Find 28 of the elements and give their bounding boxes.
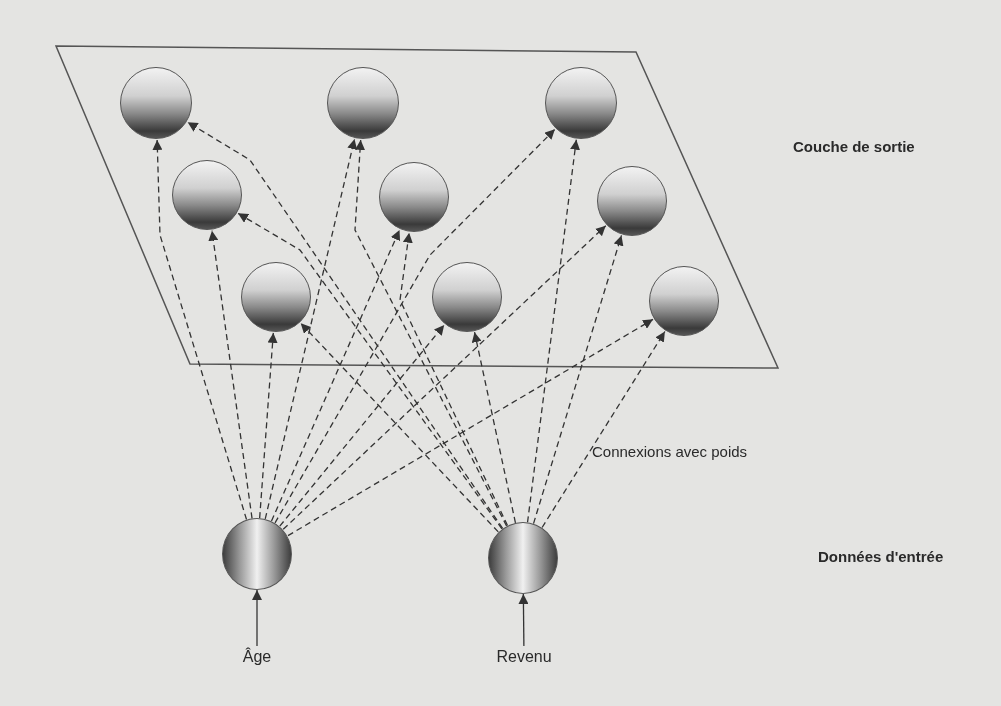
output-neuron	[241, 262, 311, 332]
weighted-connection-arrow	[471, 331, 517, 524]
annotation-label: Connexions avec poids	[592, 443, 748, 460]
weighted-connection-arrow	[532, 234, 624, 525]
weighted-connection-arrow	[152, 139, 248, 521]
output-neuron	[432, 262, 502, 332]
weighted-connection-arrow	[282, 225, 607, 530]
input-arrow	[252, 589, 262, 647]
layer-label: Couche de sortie	[793, 138, 915, 155]
input-arrow	[518, 593, 529, 647]
weighted-connection-arrow	[287, 318, 654, 537]
weighted-connection-arrow	[300, 322, 499, 533]
weighted-connection-arrow	[208, 230, 253, 519]
weighted-connection-arrow	[279, 324, 445, 527]
weighted-connection-arrow	[541, 330, 666, 529]
annotation-label: Données d'entrée	[818, 548, 944, 565]
weighted-connection-arrow	[399, 232, 509, 527]
input-label: Âge	[236, 648, 278, 672]
input-label: Revenu	[494, 648, 554, 672]
weighted-connection-arrow	[354, 139, 508, 527]
weighted-connection-arrow	[270, 229, 401, 522]
weighted-connection-arrow	[526, 139, 580, 523]
weighted-connection-arrow	[237, 212, 503, 530]
weighted-connection-arrow	[274, 128, 556, 524]
weighted-connection-arrow	[264, 138, 358, 520]
output-layer-plane	[55, 45, 779, 369]
weighted-connection-arrow	[187, 121, 504, 529]
weighted-connection-arrow	[259, 332, 278, 519]
